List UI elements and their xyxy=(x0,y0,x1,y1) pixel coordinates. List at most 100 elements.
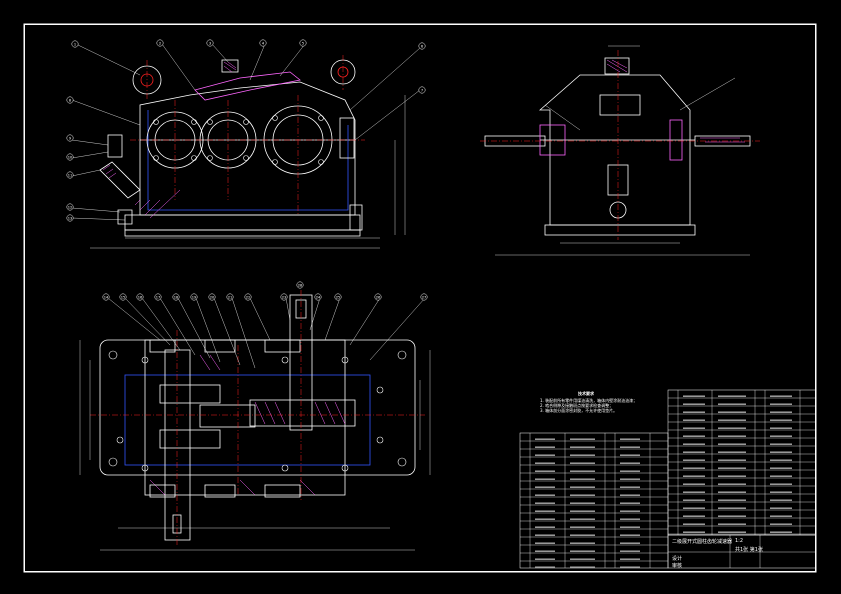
parts-left-cell-mark xyxy=(535,446,555,448)
parts-right-cell-mark xyxy=(718,443,746,445)
plan-balloon-14-circle xyxy=(102,293,110,301)
plan-balloon-14: 14 xyxy=(104,295,109,299)
parts-right-cell-mark xyxy=(718,419,746,421)
parts-left-cell-mark xyxy=(570,470,595,472)
parts-left-cell-mark xyxy=(570,550,595,552)
parts-right-cell-mark xyxy=(770,427,792,429)
parts-left-cell-mark xyxy=(620,558,640,560)
front-balloon-8: 8 xyxy=(69,98,72,102)
parts-left-cell-mark xyxy=(620,438,640,440)
plan-balloon-16: 16 xyxy=(138,295,143,299)
parts-right-cell-mark xyxy=(718,491,746,493)
plan-balloon-19-circle xyxy=(190,293,198,301)
plan-gear-2 xyxy=(199,404,256,428)
side-inner-block xyxy=(599,94,641,116)
front-balloon-5-circle xyxy=(299,39,307,47)
front-balloon-8-circle xyxy=(66,96,74,104)
right-bolt xyxy=(339,117,355,159)
parts-left-cell-mark xyxy=(620,526,640,528)
title-block-sheet: 共1张 第1张 xyxy=(735,547,763,553)
left-bolt xyxy=(107,134,123,158)
parts-right-cell-mark xyxy=(770,507,792,509)
parts-right-cell-mark xyxy=(718,499,746,501)
parts-right-cell-mark xyxy=(683,507,705,509)
plan-gear-1 xyxy=(159,384,221,404)
plan-balloon-21-circle xyxy=(226,293,234,301)
plan-balloon-25-circle xyxy=(334,293,342,301)
parts-left-cell-mark xyxy=(570,454,595,456)
side-bearing-cap-left xyxy=(539,124,566,156)
front-balloon-9: 9 xyxy=(69,136,72,140)
plan-balloon-27: 27 xyxy=(422,295,427,299)
parts-right-cell-mark xyxy=(718,435,746,437)
front-balloon-1: 1 xyxy=(74,42,76,46)
parts-right-cell-mark xyxy=(770,459,792,461)
side-base xyxy=(544,224,696,236)
parts-left-cell-mark xyxy=(570,510,595,512)
technical-notes-title: 技术要求 xyxy=(578,391,594,396)
front-balloon-6: 6 xyxy=(421,44,424,48)
parts-right-cell-mark xyxy=(683,515,705,517)
plan-housing xyxy=(144,339,346,496)
parts-left-cell-mark xyxy=(570,438,595,440)
plan-balloon-20: 20 xyxy=(210,295,215,299)
parts-left-cell-mark xyxy=(620,478,640,480)
front-balloon-7: 7 xyxy=(421,88,423,92)
parts-left-cell-mark xyxy=(620,518,640,520)
plan-balloon-28-circle xyxy=(296,281,304,289)
parts-right-cell-mark xyxy=(683,499,705,501)
parts-left-cell-mark xyxy=(570,534,595,536)
front-balloon-3: 3 xyxy=(209,41,211,45)
front-balloon-3-circle xyxy=(206,39,214,47)
plan-balloon-28: 28 xyxy=(298,283,303,287)
parts-right-cell-mark xyxy=(770,523,792,525)
parts-left-cell-mark xyxy=(535,542,555,544)
parts-left-cell-mark xyxy=(570,566,595,568)
parts-left-cell-mark xyxy=(535,534,555,536)
parts-right-cell-mark xyxy=(718,515,746,517)
title-block-checker: 审核 xyxy=(672,563,683,569)
parts-right-cell-mark xyxy=(718,403,746,405)
parts-left-cell-mark xyxy=(570,446,595,448)
plan-balloon-23-circle xyxy=(280,293,288,301)
parts-left-cell-mark xyxy=(620,510,640,512)
parts-left-cell-mark xyxy=(570,518,595,520)
parts-right-cell-mark xyxy=(683,411,705,413)
vent-plug xyxy=(221,59,239,73)
parts-left-cell-mark xyxy=(620,486,640,488)
parts-right-cell-mark xyxy=(770,475,792,477)
front-hidden-outline xyxy=(147,110,349,211)
plan-cap-2 xyxy=(204,339,236,353)
side-housing xyxy=(538,74,691,226)
parts-left-cell-mark xyxy=(620,542,640,544)
parts-left-cell-mark xyxy=(535,494,555,496)
title-block-designer: 设计 xyxy=(672,556,683,562)
technical-note-1: 1. 装配前所有零件用煤油清洗，箱体内壁涂耐油油漆； xyxy=(540,398,638,403)
parts-right-cell-mark xyxy=(683,419,705,421)
parts-left-cell-mark xyxy=(570,462,595,464)
plan-balloon-24-circle xyxy=(314,293,322,301)
plan-balloon-17: 17 xyxy=(156,295,161,299)
side-view xyxy=(480,45,760,256)
parts-left-cell-mark xyxy=(535,478,555,480)
plan-balloon-22-circle xyxy=(244,293,252,301)
parts-right-cell-mark xyxy=(718,411,746,413)
plan-balloon-18: 18 xyxy=(174,295,179,299)
title-block-name: 二级展开式圆柱齿轮减速器 xyxy=(672,539,733,545)
drain-plug xyxy=(349,204,363,231)
parts-right-cell-mark xyxy=(770,515,792,517)
parts-left-cell-mark xyxy=(620,470,640,472)
parts-right-cell-mark xyxy=(770,467,792,469)
parts-right-cell-mark xyxy=(718,483,746,485)
front-balloon-10: 10 xyxy=(68,155,73,159)
parts-right-cell-mark xyxy=(770,499,792,501)
parts-right-cell-mark xyxy=(683,467,705,469)
parts-right-cell-mark xyxy=(683,435,705,437)
front-balloon-6-circle xyxy=(418,42,426,50)
plan-balloon-21: 21 xyxy=(228,295,233,299)
plan-inner-hidden xyxy=(124,374,371,466)
parts-left-cell-mark xyxy=(570,486,595,488)
parts-right-cell-mark xyxy=(718,531,746,533)
base-bolt-left xyxy=(117,209,133,225)
